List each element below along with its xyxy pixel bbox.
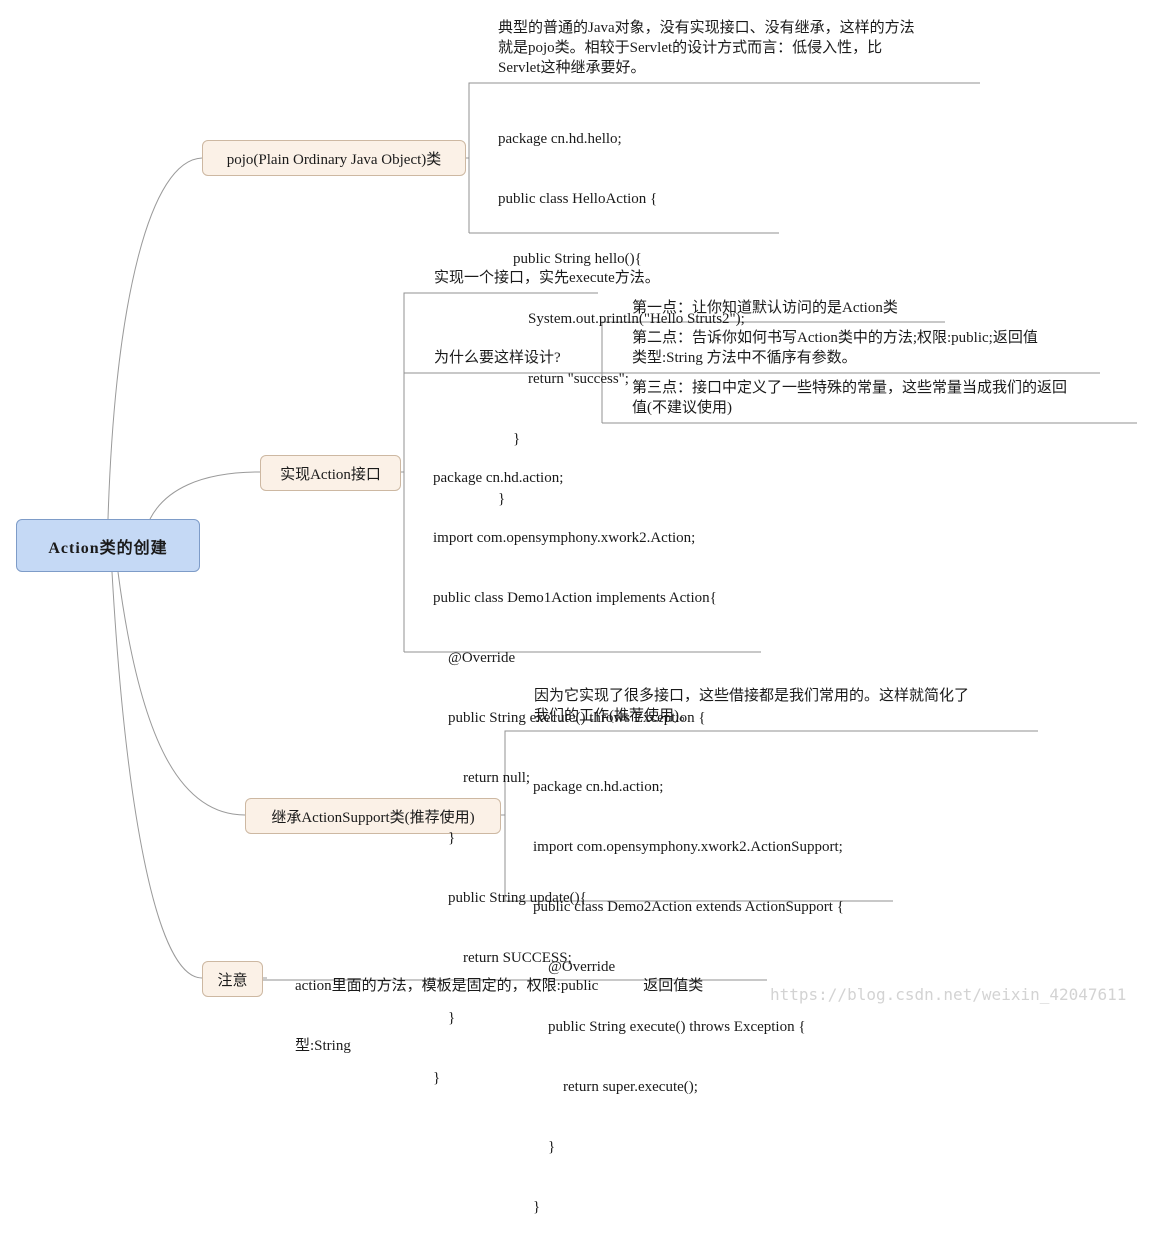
pojo-note-line: 典型的普通的Java对象，没有实现接口、没有继承，这样的方法 bbox=[498, 20, 915, 36]
code-line: public class Demo2Action extends ActionS… bbox=[533, 899, 844, 915]
code-line: } bbox=[498, 491, 506, 507]
action-interface-note: 实现一个接口，实先execute方法。 bbox=[434, 270, 660, 286]
why-point-line: 值(不建议使用) bbox=[632, 400, 732, 416]
code-line: } bbox=[433, 830, 456, 846]
branch-pojo[interactable]: pojo(Plain Ordinary Java Object)类 bbox=[202, 140, 466, 176]
branch-action-support[interactable]: 继承ActionSupport类(推荐使用) bbox=[245, 798, 501, 834]
watermark: https://blog.csdn.net/weixin_42047611 bbox=[770, 985, 1127, 1004]
pojo-note-line: Servlet这种继承要好。 bbox=[498, 60, 646, 76]
action-support-note-line: 因为它实现了很多接口，这些借接都是我们常用的。这样就简化了 bbox=[534, 688, 970, 704]
pojo-note-line: 就是pojo类。相较于Servlet的设计方式而言：低侵入性，比 bbox=[498, 40, 883, 56]
branch-notice-label: 注意 bbox=[217, 972, 248, 989]
why-point-2: 第二点：告诉你如何书写Action类中的方法;权限:public;返回值 类型:… bbox=[632, 328, 1038, 368]
code-line: } bbox=[498, 431, 521, 447]
why-point-line: 第一点：让你知道默认访问的是Action类 bbox=[632, 300, 898, 316]
code-line: public String execute() throws Exception… bbox=[433, 710, 706, 726]
action-support-note: 因为它实现了很多接口，这些借接都是我们常用的。这样就简化了 我们的工作(推荐使用… bbox=[534, 686, 969, 726]
why-point-line: 类型:String 方法中不循序有参数。 bbox=[632, 350, 857, 366]
root-label: Action类的创建 bbox=[48, 539, 168, 557]
why-point-line: 第三点：接口中定义了一些特殊的常量，这些常量当成我们的返回 bbox=[632, 380, 1068, 396]
code-line: package cn.hd.action; bbox=[533, 779, 664, 795]
why-point-line: 第二点：告诉你如何书写Action类中的方法;权限:public;返回值 bbox=[632, 330, 1038, 346]
notice-line: action里面的方法，模板是固定的，权限:public 返回值类 bbox=[295, 978, 704, 994]
why-point-3: 第三点：接口中定义了一些特殊的常量，这些常量当成我们的返回 值(不建议使用) bbox=[632, 378, 1067, 418]
code-line: return null; bbox=[433, 770, 531, 786]
branch-action-support-label: 继承ActionSupport类(推荐使用) bbox=[271, 809, 475, 826]
code-line: public class HelloAction { bbox=[498, 191, 658, 207]
code-line: } bbox=[533, 1199, 541, 1215]
code-line: package cn.hd.action; bbox=[433, 470, 564, 486]
pojo-note: 典型的普通的Java对象，没有实现接口、没有继承，这样的方法 就是pojo类。相… bbox=[498, 18, 915, 78]
code-line: System.out.println("Hello Struts2"); bbox=[498, 311, 745, 327]
code-line: import com.opensymphony.xwork2.Action; bbox=[433, 530, 696, 546]
action-support-note-line: 我们的工作(推荐使用)。 bbox=[534, 708, 694, 724]
notice-text: action里面的方法，模板是固定的，权限:public 返回值类 型:Stri… bbox=[295, 936, 703, 1076]
code-line: @Override bbox=[533, 959, 616, 975]
branch-notice[interactable]: 注意 bbox=[202, 961, 263, 997]
branch-action-interface[interactable]: 实现Action接口 bbox=[260, 455, 401, 491]
action-interface-why: 为什么要这样设计? bbox=[434, 350, 561, 366]
code-line: } bbox=[533, 1139, 556, 1155]
code-line: public class Demo1Action implements Acti… bbox=[433, 590, 717, 606]
code-line: return SUCCESS; bbox=[433, 950, 572, 966]
branch-action-interface-label: 实现Action接口 bbox=[280, 466, 381, 483]
code-line: return "success"; bbox=[498, 371, 629, 387]
code-line: public String hello(){ bbox=[498, 251, 642, 267]
code-line: import com.opensymphony.xwork2.ActionSup… bbox=[533, 839, 843, 855]
pojo-code-block: package cn.hd.hello; public class HelloA… bbox=[498, 89, 745, 529]
code-line: public String update(){ bbox=[433, 890, 587, 906]
code-line: @Override bbox=[433, 650, 516, 666]
connector-lines bbox=[107, 82, 1137, 981]
notice-line: 型:String bbox=[295, 1038, 351, 1054]
why-point-1: 第一点：让你知道默认访问的是Action类 bbox=[632, 298, 898, 318]
code-line: package cn.hd.hello; bbox=[498, 131, 622, 147]
branch-pojo-label: pojo(Plain Ordinary Java Object)类 bbox=[226, 151, 442, 168]
root-node[interactable]: Action类的创建 bbox=[16, 519, 200, 572]
code-line: return super.execute(); bbox=[533, 1079, 698, 1095]
